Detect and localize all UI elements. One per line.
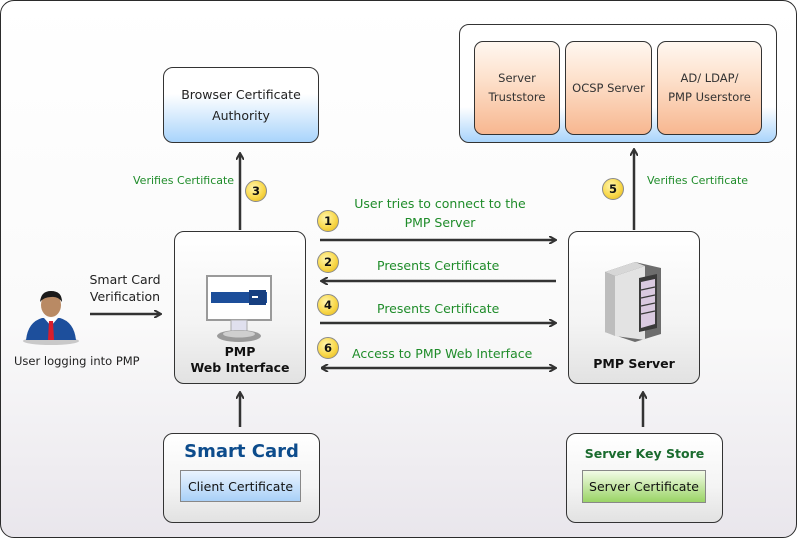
- step1-label: User tries to connect to the PMP Server: [345, 194, 535, 232]
- smart-card-verification-line2: Verification: [89, 289, 161, 304]
- web-interface-label: PMP Web Interface: [175, 344, 305, 376]
- step4-badge: 4: [317, 294, 339, 316]
- step3-badge: 3: [245, 180, 267, 202]
- server-truststore-line2: Truststore: [488, 90, 546, 104]
- browser-certificate-authority-node: Browser Certificate Authority: [163, 67, 319, 143]
- step6-label: Access to PMP Web Interface: [352, 346, 533, 361]
- browser-ca-line2: Authority: [212, 108, 270, 123]
- step3-label: Verifies Certificate: [133, 174, 235, 187]
- server-stores-container: Server Truststore OCSP Server AD/ LDAP/ …: [459, 24, 777, 143]
- step2-label: Presents Certificate: [377, 258, 500, 273]
- userstore-line2: PMP Userstore: [668, 90, 751, 104]
- web-interface-line2: Web Interface: [190, 360, 290, 375]
- userstore-line1: AD/ LDAP/: [680, 71, 739, 85]
- userstore-node: AD/ LDAP/ PMP Userstore: [657, 41, 762, 135]
- step5-badge: 5: [602, 178, 624, 200]
- server-truststore-node: Server Truststore: [474, 41, 560, 135]
- browser-ca-line1: Browser Certificate: [181, 87, 301, 102]
- server-certificate: Server Certificate: [582, 470, 706, 503]
- smart-card-title: Smart Card: [184, 441, 299, 462]
- key-store-title: Server Key Store: [584, 446, 705, 461]
- smart-card-node: Smart Card Client Certificate: [163, 433, 320, 523]
- server-truststore-line1: Server: [498, 71, 536, 85]
- smart-card-verification-line1: Smart Card: [89, 272, 161, 287]
- step1-badge: 1: [317, 210, 339, 232]
- monitor-icon: [206, 275, 272, 342]
- pmp-web-interface-node: PMP Web Interface: [174, 231, 306, 384]
- ocsp-server-label: OCSP Server: [572, 80, 645, 95]
- ocsp-server-node: OCSP Server: [565, 41, 652, 135]
- step5-label: Verifies Certificate: [647, 174, 749, 187]
- step2-badge: 2: [317, 251, 339, 273]
- step6-badge: 6: [317, 337, 339, 359]
- smart-card-verification-label: Smart Card Verification: [85, 271, 165, 305]
- server-icon: [605, 262, 661, 342]
- web-interface-line1: PMP: [224, 344, 256, 359]
- step1-label-line1: User tries to connect to the: [354, 196, 526, 211]
- client-certificate: Client Certificate: [180, 470, 301, 502]
- pmp-server-label: PMP Server: [593, 356, 675, 371]
- user-icon: [23, 291, 79, 345]
- user-label: User logging into PMP: [14, 354, 140, 368]
- pmp-server-node: PMP Server: [568, 231, 700, 384]
- server-key-store-node: Server Key Store Server Certificate: [566, 433, 723, 523]
- step1-label-line2: PMP Server: [404, 215, 476, 230]
- step4-label: Presents Certificate: [377, 301, 500, 316]
